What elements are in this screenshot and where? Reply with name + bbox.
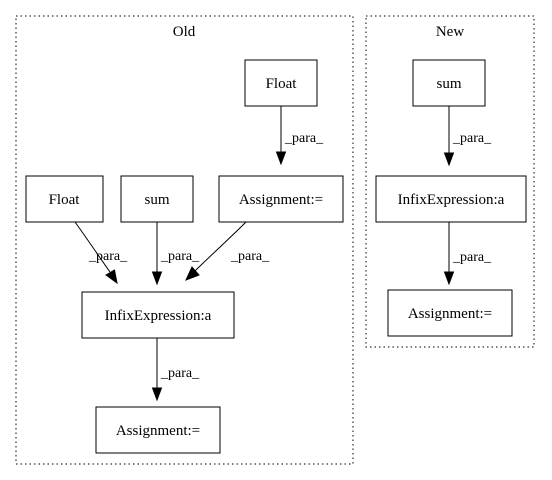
node-label: Assignment:= (239, 192, 323, 208)
node-old-float-left[interactable]: Float (25, 175, 104, 223)
edge-label: _para_ (452, 131, 492, 146)
node-old-assignment-bottom[interactable]: Assignment:= (95, 406, 221, 454)
edge-label: _para_ (160, 249, 200, 264)
cluster-new-label: New (436, 24, 464, 40)
node-old-infix[interactable]: InfixExpression:a (81, 291, 235, 339)
edge-old-sum-to-infix: _para_ (151, 222, 200, 286)
edge-label: _para_ (160, 366, 200, 381)
cluster-old: Old (15, 15, 354, 465)
edge-new-sum-to-infix: _para_ (443, 106, 492, 167)
node-label: Float (49, 192, 81, 208)
cluster-old-label: Old (173, 24, 196, 40)
node-label: sum (436, 76, 461, 92)
edge-label: _para_ (452, 250, 492, 265)
edge-label: _para_ (88, 249, 128, 264)
node-label: Assignment:= (116, 423, 200, 439)
node-old-assignment-mid[interactable]: Assignment:= (218, 175, 344, 223)
edge-label: _para_ (284, 131, 324, 146)
node-new-sum[interactable]: sum (412, 59, 486, 107)
node-label: Assignment:= (408, 306, 492, 322)
edge-label: _para_ (230, 249, 270, 264)
node-label: sum (144, 192, 169, 208)
node-new-assignment[interactable]: Assignment:= (387, 289, 513, 337)
edge-old-float-left-to-infix: _para_ (74, 221, 128, 285)
node-new-infix[interactable]: InfixExpression:a (375, 175, 527, 223)
node-label: InfixExpression:a (105, 308, 212, 324)
node-label: Float (266, 76, 298, 92)
node-label: InfixExpression:a (398, 192, 505, 208)
edge-new-infix-to-assignment: _para_ (443, 222, 492, 286)
edge-old-assignment-to-infix: _para_ (185, 221, 270, 281)
node-old-float-top[interactable]: Float (244, 59, 318, 107)
edge-old-infix-to-assignment: _para_ (151, 338, 200, 402)
edge-old-float-top-to-assignment: _para_ (275, 106, 324, 166)
cluster-new: New (365, 15, 535, 348)
node-old-sum[interactable]: sum (120, 175, 194, 223)
